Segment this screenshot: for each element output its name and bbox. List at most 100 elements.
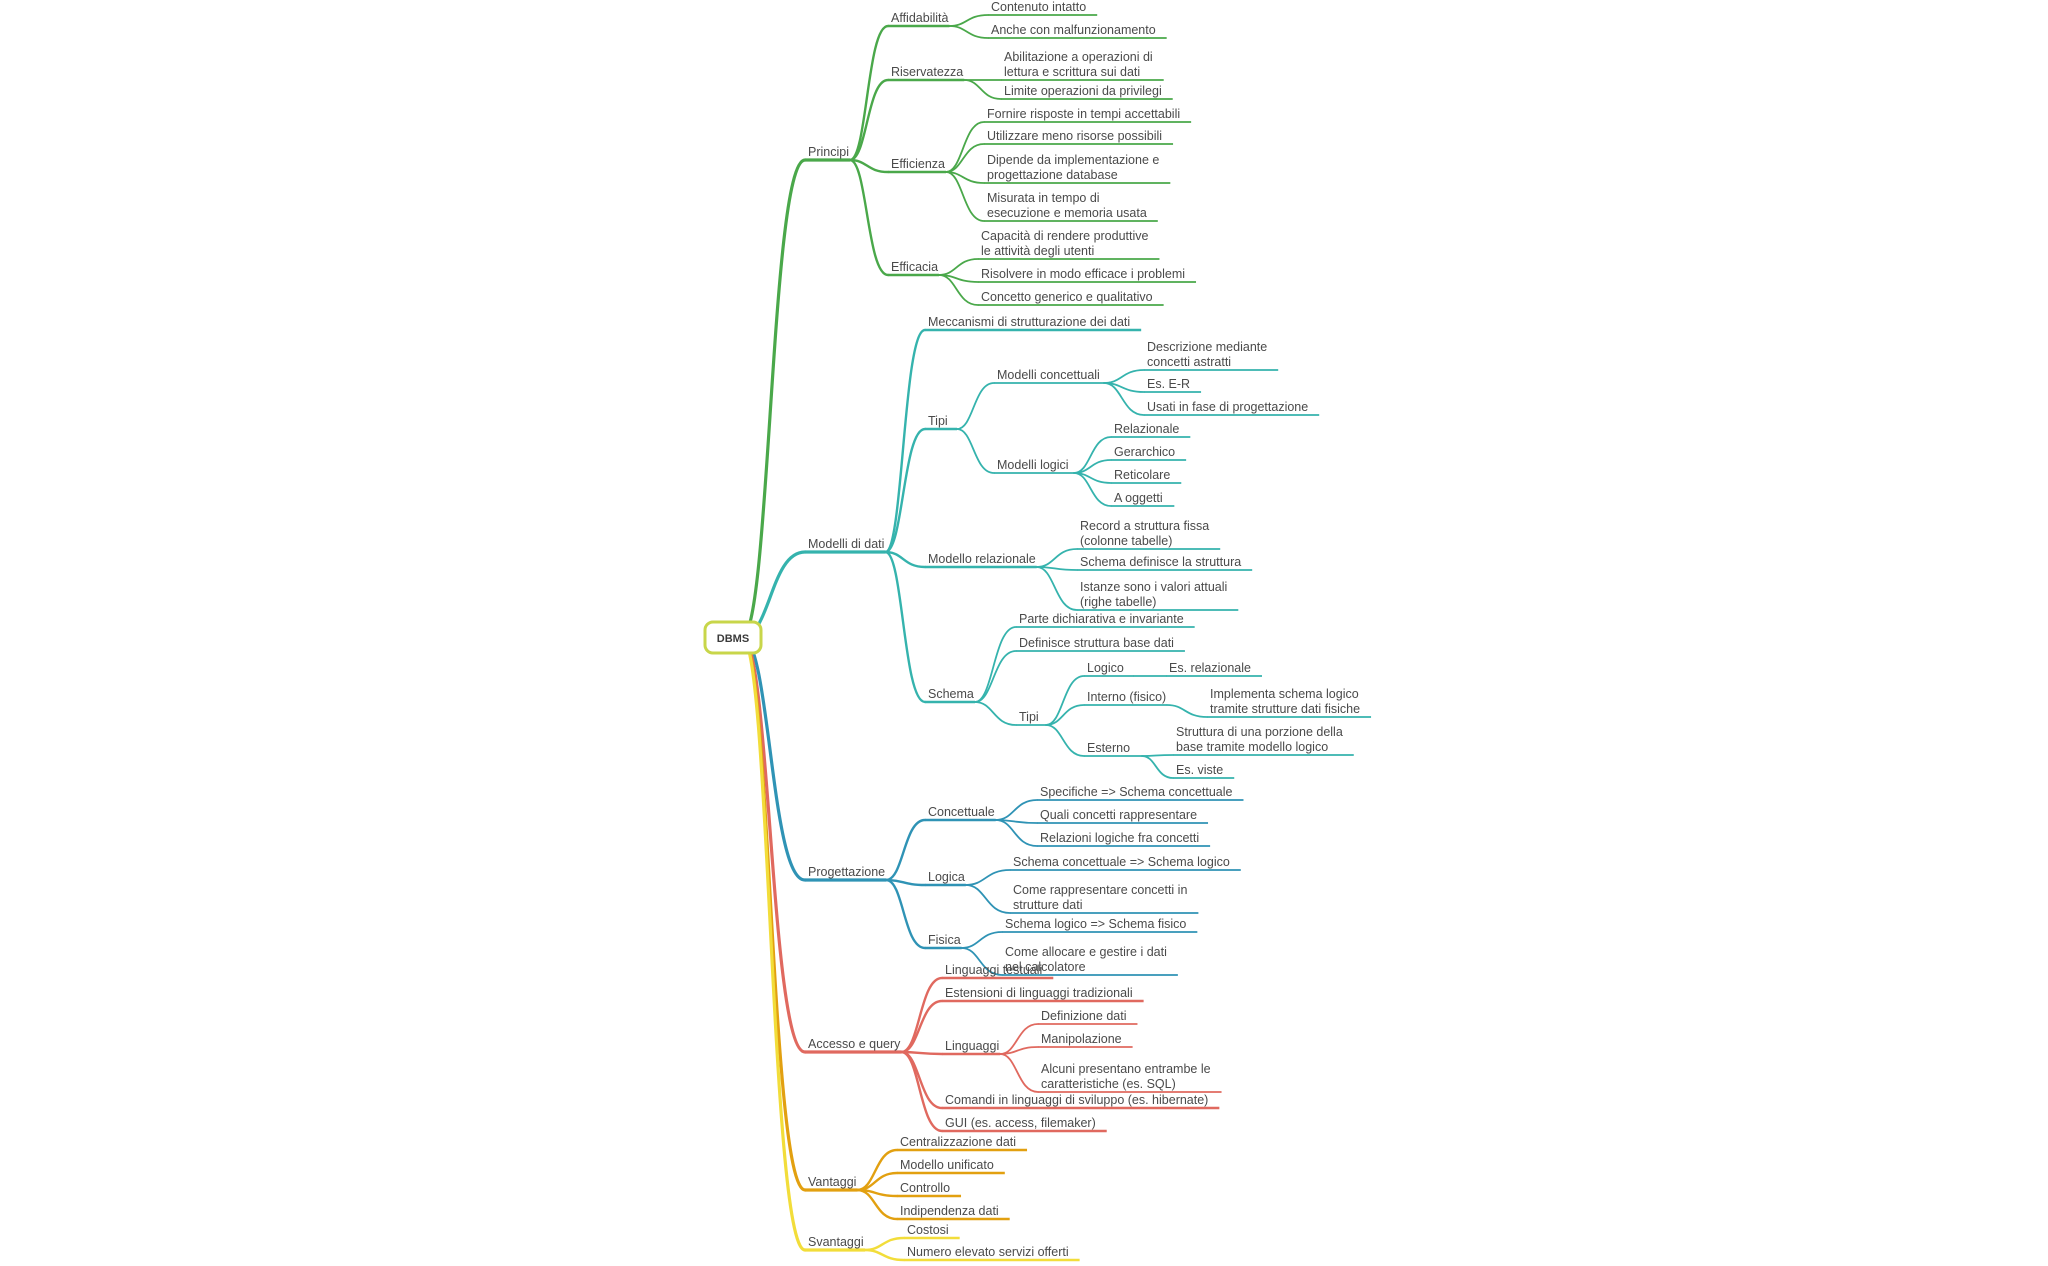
topic-relazioni-logiche-fra-concetti[interactable]: Relazioni logiche fra concetti <box>1040 831 1199 845</box>
topic-fisica[interactable]: Fisica <box>928 933 961 947</box>
topic-logico[interactable]: Logico <box>1087 661 1124 675</box>
mindmap-connectors <box>740 14 1372 1262</box>
branch-modelli-di-dati[interactable]: Modelli di dati <box>808 537 884 551</box>
connector <box>863 1236 906 1252</box>
topic-affidabilita[interactable]: Affidabilità <box>891 11 948 25</box>
topic-logica[interactable]: Logica <box>928 870 965 884</box>
topic-a-oggetti[interactable]: A oggetti <box>1114 491 1163 505</box>
topic-tipi[interactable]: Tipi <box>1019 710 1039 724</box>
topic-schema[interactable]: Schema <box>928 687 974 701</box>
connector <box>956 428 995 474</box>
topic-quali-concetti-rappresentare[interactable]: Quali concetti rappresentare <box>1040 808 1197 822</box>
topic-concetto-generico-e-qualitativo[interactable]: Concetto generico e qualitativo <box>981 290 1153 304</box>
connector <box>960 947 1003 976</box>
topic-parte-dichiarativa-e-invariante[interactable]: Parte dichiarativa e invariante <box>1019 612 1184 626</box>
topic-definizione-dati[interactable]: Definizione dati <box>1041 1009 1126 1023</box>
connector <box>884 818 927 882</box>
topic-relazionale[interactable]: Relazionale <box>1114 422 1179 436</box>
topic-usati-in-fase-di-progettazione[interactable]: Usati in fase di progettazione <box>1147 400 1308 414</box>
topic-centralizzazione-dati[interactable]: Centralizzazione dati <box>900 1135 1016 1149</box>
topic-indipendenza-dati[interactable]: Indipendenza dati <box>900 1204 999 1218</box>
topic-reticolare[interactable]: Reticolare <box>1114 468 1170 482</box>
connector <box>964 869 1011 886</box>
topic-gui-es-access-filemaker[interactable]: GUI (es. access, filemaker) <box>945 1116 1096 1130</box>
topic-efficienza[interactable]: Efficienza <box>891 157 945 171</box>
connector <box>948 25 989 39</box>
topic-es-viste[interactable]: Es. viste <box>1176 763 1223 777</box>
branch-vantaggi[interactable]: Vantaggi <box>808 1175 856 1189</box>
root-node-box[interactable] <box>703 620 763 655</box>
topic-specifiche-schema-concettuale[interactable]: Specifiche => Schema concettuale <box>1040 785 1233 799</box>
connector <box>960 931 1003 949</box>
branch-svantaggi[interactable]: Svantaggi <box>808 1235 864 1249</box>
connector <box>945 121 985 173</box>
topic-linguaggi-testuali[interactable]: Linguaggi testuali <box>945 963 1042 977</box>
connector <box>956 382 995 430</box>
topic-costosi[interactable]: Costosi <box>907 1223 949 1237</box>
topic-riservatezza[interactable]: Riservatezza <box>891 65 963 79</box>
topic-limite-operazioni-da-privilegi[interactable]: Limite operazioni da privilegi <box>1004 84 1162 98</box>
branch-principi[interactable]: Principi <box>808 145 849 159</box>
connector <box>884 550 927 569</box>
topic-estensioni-di-linguaggi-tradizionali[interactable]: Estensioni di linguaggi tradizionali <box>945 986 1133 1000</box>
topic-controllo[interactable]: Controllo <box>900 1181 950 1195</box>
topic-schema-logico-schema-fisico[interactable]: Schema logico => Schema fisico <box>1005 917 1186 931</box>
connector <box>1103 382 1145 416</box>
connector <box>856 1148 899 1192</box>
topic-es-relazionale[interactable]: Es. relazionale <box>1169 661 1251 675</box>
connector <box>974 626 1017 703</box>
topic-comandi-in-linguaggi-di-sviluppo-es-hibe[interactable]: Comandi in linguaggi di sviluppo (es. hi… <box>945 1093 1208 1107</box>
topic-contenuto-intatto[interactable]: Contenuto intatto <box>991 0 1086 14</box>
topic-concettuale[interactable]: Concettuale <box>928 805 995 819</box>
connector <box>863 1248 906 1262</box>
topic-efficacia[interactable]: Efficacia <box>891 260 938 274</box>
connector <box>900 976 944 1054</box>
topic-fornire-risposte-in-tempi-accettabili[interactable]: Fornire risposte in tempi accettabili <box>987 107 1180 121</box>
mindmap-nodes: Principi Affidabilità Contenuto intattoAnc… <box>808 0 1360 1259</box>
connector <box>1045 675 1085 726</box>
topic-tipi[interactable]: Tipi <box>928 414 948 428</box>
topic-gerarchico[interactable]: Gerarchico <box>1114 445 1175 459</box>
topic-risolvere-in-modo-efficace-i-problemi[interactable]: Risolvere in modo efficace i problemi <box>981 267 1185 281</box>
topic-modelli-logici[interactable]: Modelli logici <box>997 458 1069 472</box>
topic-utilizzare-meno-risorse-possibili[interactable]: Utilizzare meno risorse possibili <box>987 129 1162 143</box>
topic-linguaggi[interactable]: Linguaggi <box>945 1039 999 1053</box>
topic-anche-con-malfunzionamento[interactable]: Anche con malfunzionamento <box>991 23 1156 37</box>
topic-schema-concettuale-schema-logico[interactable]: Schema concettuale => Schema logico <box>1013 855 1230 869</box>
connector <box>740 635 807 1192</box>
topic-esterno[interactable]: Esterno <box>1087 741 1130 755</box>
connector <box>945 171 985 222</box>
topic-interno-fisico[interactable]: Interno (fisico) <box>1087 690 1166 704</box>
topic-manipolazione[interactable]: Manipolazione <box>1041 1032 1122 1046</box>
topic-modelli-concettuali[interactable]: Modelli concettuali <box>997 368 1100 382</box>
topic-modello-unificato[interactable]: Modello unificato <box>900 1158 994 1172</box>
connector <box>1073 472 1112 507</box>
topic-modello-relazionale[interactable]: Modello relazionale <box>928 552 1036 566</box>
connector <box>963 79 1002 100</box>
topic-definisce-struttura-base-dati[interactable]: Definisce struttura base dati <box>1019 636 1174 650</box>
branch-progettazione[interactable]: Progettazione <box>808 865 885 879</box>
branch-accesso-e-query[interactable]: Accesso e query <box>808 1037 901 1051</box>
connector <box>900 1050 944 1133</box>
topic-es-e-r[interactable]: Es. E-R <box>1147 377 1190 391</box>
topic-record-a-struttura-fissa-colonne-tabelle[interactable]: Record a struttura fissa(colonne tabelle… <box>1080 519 1209 548</box>
connector <box>938 274 979 306</box>
topic-istanze-sono-i-valori-attuali-righe-tabe[interactable]: Istanze sono i valori attuali(righe tabe… <box>1080 580 1227 609</box>
connector <box>740 158 807 639</box>
topic-schema-definisce-la-struttura[interactable]: Schema definisce la struttura <box>1080 555 1241 569</box>
root-node[interactable]: DBMS <box>703 620 763 655</box>
topic-numero-elevato-servizi-offerti[interactable]: Numero elevato servizi offerti <box>907 1245 1069 1259</box>
connector <box>848 78 890 162</box>
connector <box>1073 436 1112 474</box>
topic-meccanismi-di-strutturazione-dei-dati[interactable]: Meccanismi di strutturazione dei dati <box>928 315 1130 329</box>
